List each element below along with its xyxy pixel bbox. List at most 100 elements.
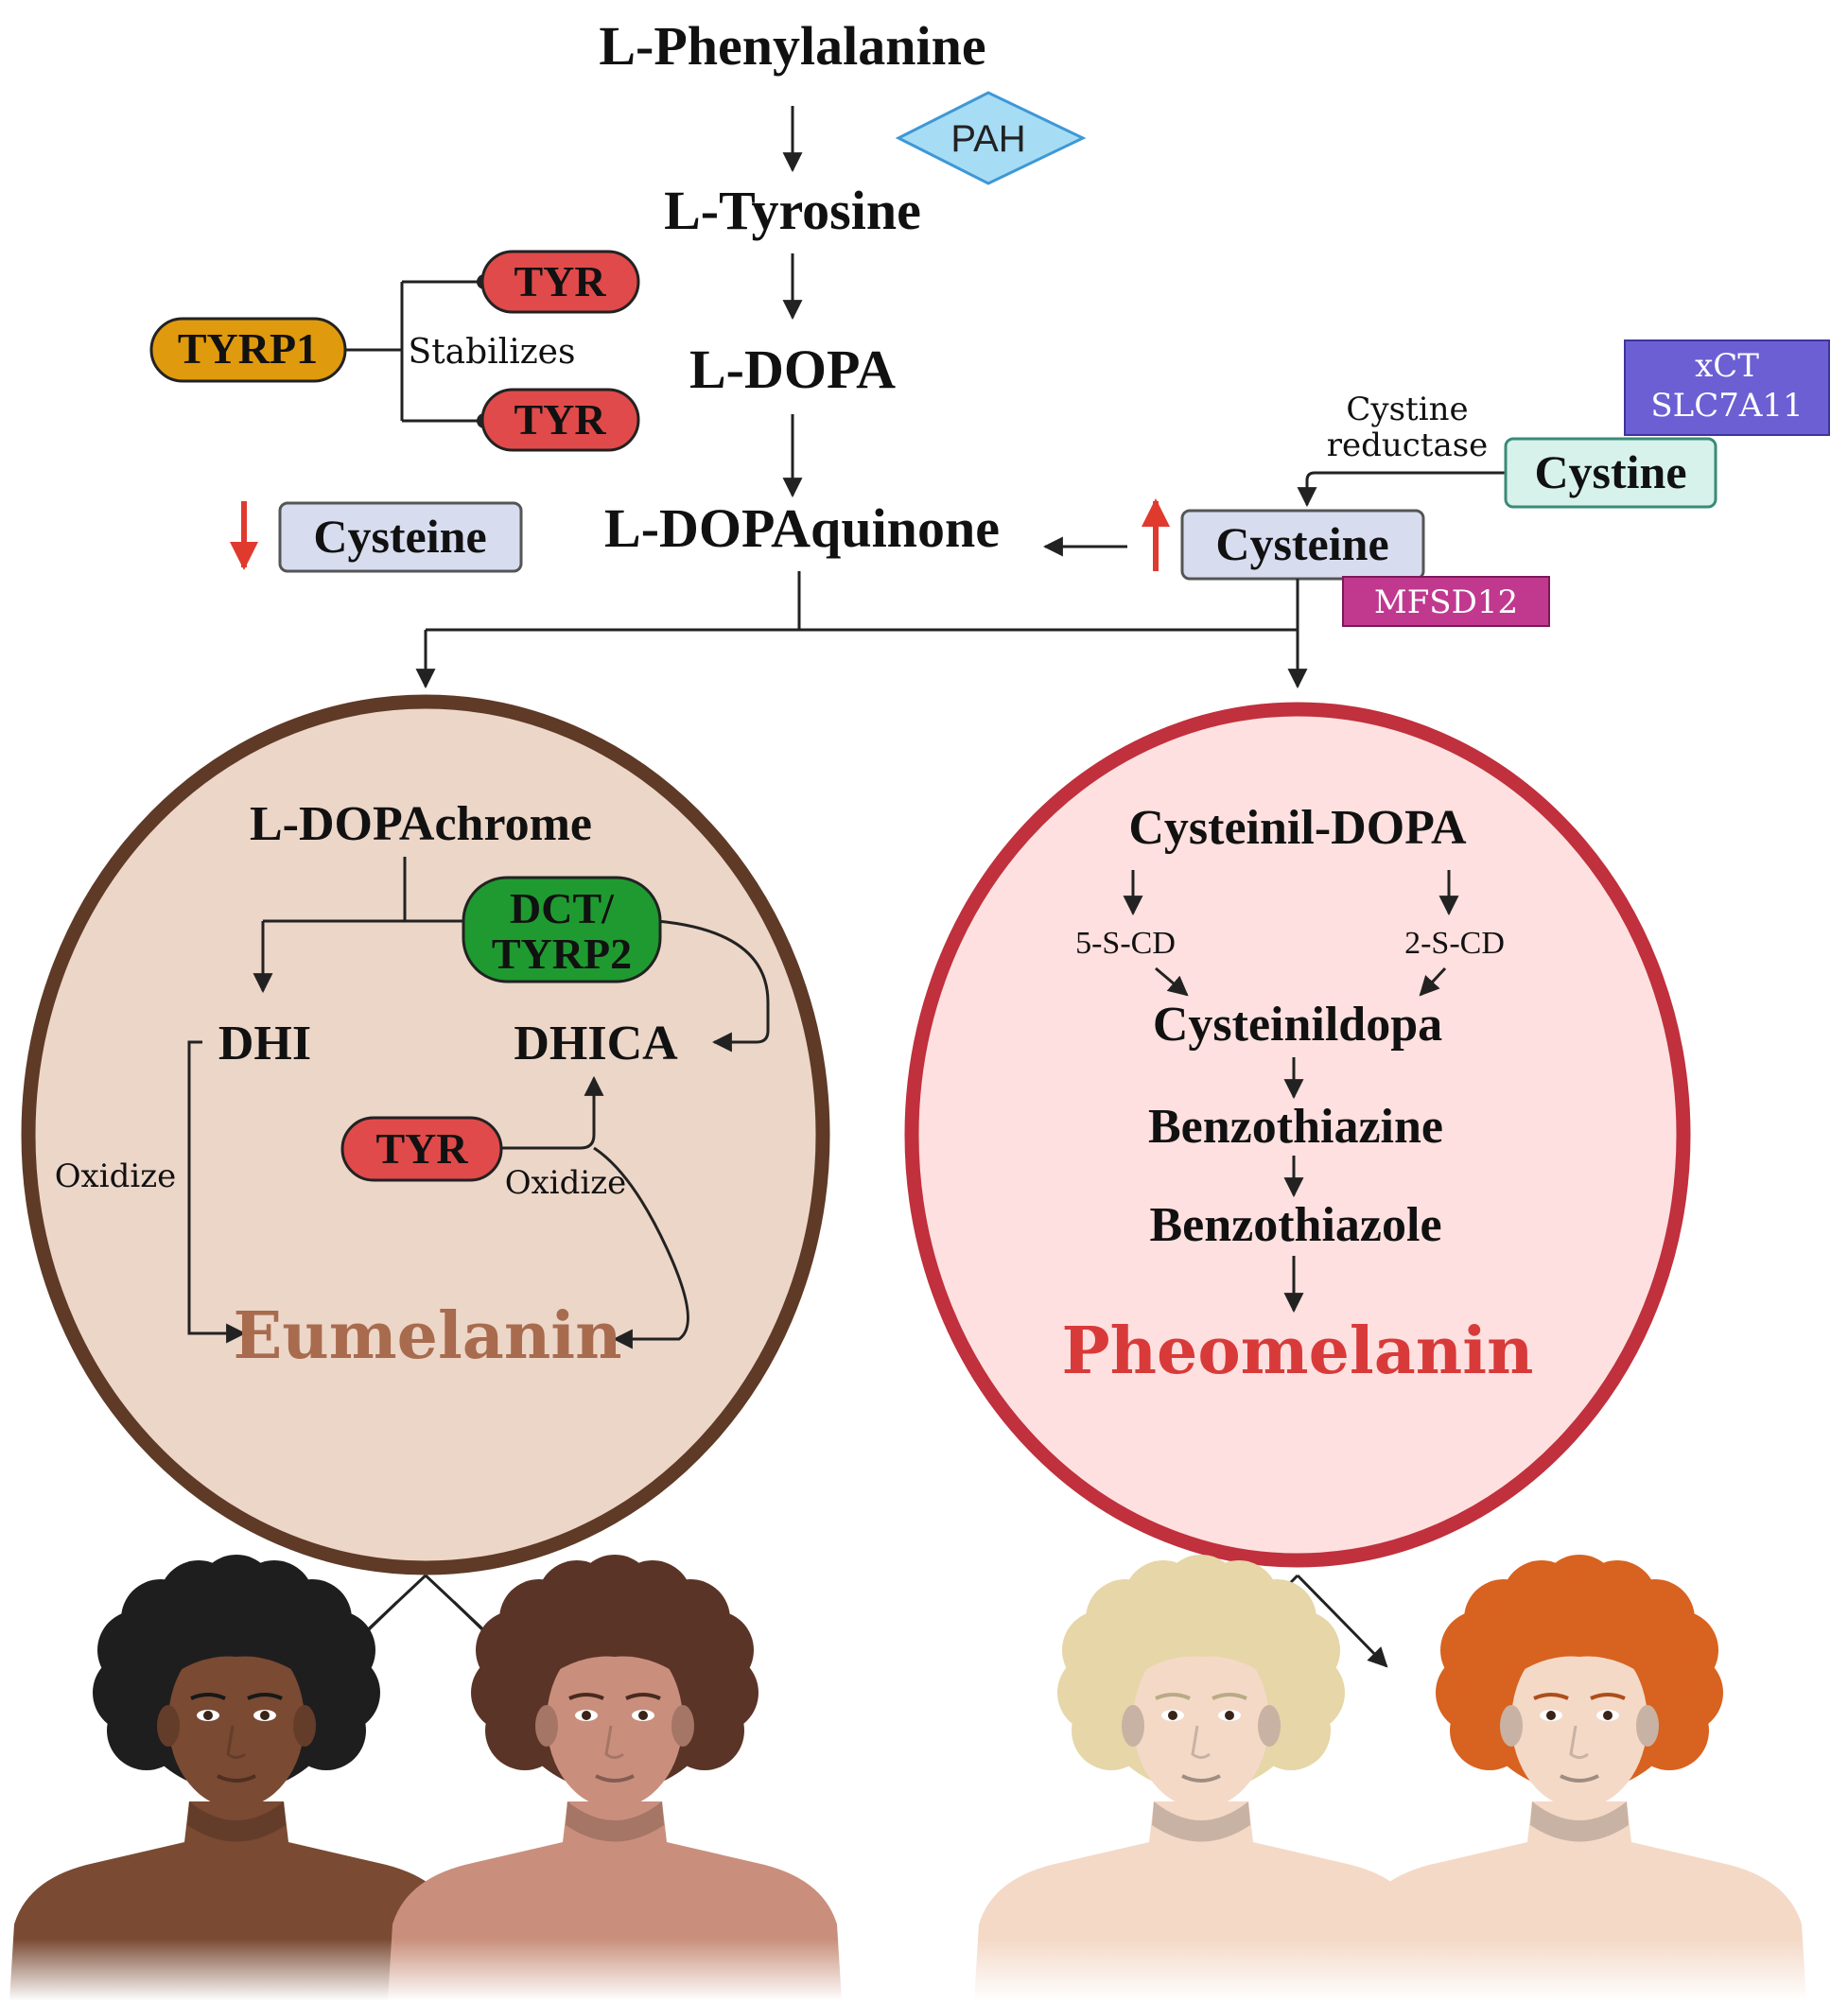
ear-right bbox=[293, 1705, 316, 1747]
xct-box bbox=[1624, 339, 1830, 436]
tyrp1-label: TYRP1 bbox=[178, 324, 318, 373]
pah-label: PAH bbox=[950, 118, 1025, 160]
ear-right bbox=[1258, 1705, 1281, 1747]
mouth bbox=[1181, 1774, 1221, 1783]
brow-left bbox=[1155, 1693, 1191, 1700]
face bbox=[547, 1634, 683, 1808]
neck-shadow bbox=[187, 1801, 286, 1842]
pupil-right bbox=[1603, 1711, 1613, 1720]
brow-left bbox=[568, 1693, 604, 1700]
pheomelanin-label: Pheomelanin bbox=[1061, 1314, 1533, 1389]
cystine-reductase-line1: Cystine bbox=[1346, 391, 1468, 428]
mfsd12-box bbox=[1342, 576, 1550, 627]
fringe bbox=[1504, 1627, 1655, 1683]
benzothiazine-label: Benzothiazine bbox=[1148, 1100, 1443, 1154]
dhica-label: DHICA bbox=[514, 1017, 678, 1070]
branch-lines bbox=[426, 571, 1299, 632]
pupil-left bbox=[1168, 1711, 1177, 1720]
pheomelanin-ellipse bbox=[904, 702, 1691, 1568]
tyr-panel-label: TYR bbox=[375, 1124, 468, 1173]
arrow-cystine-cysteine bbox=[1297, 471, 1506, 508]
fringe bbox=[539, 1627, 690, 1683]
l-tyrosine-label: L-Tyrosine bbox=[664, 180, 921, 241]
oxidize-left-label: Oxidize bbox=[55, 1157, 177, 1195]
dct-label-line1: DCT/ bbox=[510, 884, 615, 932]
nose bbox=[1191, 1725, 1211, 1759]
ear-left bbox=[535, 1705, 558, 1747]
tyrp1-pill bbox=[149, 317, 347, 383]
tyr-to-dhica-arrow bbox=[501, 1075, 604, 1150]
eumelanin-panel: L-DOPAchrome DCT/ TYRP2 DHI DHICA Oxidiz… bbox=[21, 694, 830, 1575]
nose bbox=[226, 1725, 246, 1759]
nose bbox=[604, 1725, 624, 1759]
cysteine-left-label: Cysteine bbox=[313, 510, 486, 563]
face bbox=[168, 1634, 305, 1808]
mouth bbox=[595, 1774, 635, 1783]
l-dopaquinone-label: L-DOPAquinone bbox=[604, 497, 1000, 559]
brow-right bbox=[1212, 1693, 1247, 1700]
dopachrome-split-lines bbox=[263, 857, 468, 923]
portraits bbox=[0, 1555, 1848, 2001]
pheomelanin-panel: Cysteinil-DOPA 5-S-CD 2-S-CD Cysteinildo… bbox=[904, 702, 1691, 1568]
neck-shadow bbox=[1152, 1801, 1250, 1842]
nose bbox=[1569, 1725, 1589, 1759]
tyr-bottom-label: TYR bbox=[514, 395, 606, 444]
cysteinyl-dopa-label: Cysteinil-DOPA bbox=[1128, 801, 1467, 855]
bottom-fade bbox=[0, 1939, 1848, 2001]
oxidize-right-label: Oxidize bbox=[505, 1164, 627, 1202]
cysteine-right-label: Cysteine bbox=[1215, 517, 1388, 570]
neck-shadow bbox=[566, 1801, 664, 1842]
fringe bbox=[161, 1627, 312, 1683]
cystine-reductase-line2: reductase bbox=[1327, 426, 1489, 464]
tyr-top-pill bbox=[480, 250, 640, 314]
pupil-left bbox=[1546, 1711, 1556, 1720]
pah-diamond bbox=[895, 91, 1087, 185]
face bbox=[1133, 1634, 1269, 1808]
ear-left bbox=[1500, 1705, 1523, 1747]
dopachrome-label: L-DOPAchrome bbox=[250, 797, 592, 851]
5scd-label: 5-S-CD bbox=[1075, 926, 1176, 961]
stabilizes-label: Stabilizes bbox=[409, 333, 576, 372]
brow-right bbox=[1590, 1693, 1626, 1700]
tyr-top-label: TYR bbox=[514, 257, 606, 305]
brow-left bbox=[190, 1693, 226, 1700]
cysteine-left-box bbox=[278, 501, 523, 573]
dct-to-dhica-arrow bbox=[656, 919, 770, 1053]
tyr-oxidize-arrow bbox=[593, 1146, 689, 1349]
dct-tyrp2-pill bbox=[462, 876, 662, 983]
arrow-2scd-cysteinildopa bbox=[1419, 966, 1447, 997]
ear-right bbox=[671, 1705, 694, 1747]
tyr-bottom-pill bbox=[480, 388, 640, 452]
2scd-label: 2-S-CD bbox=[1404, 926, 1505, 961]
fringe bbox=[1125, 1627, 1277, 1683]
arrow-5scd-cysteinildopa bbox=[1155, 966, 1189, 997]
mouth bbox=[1560, 1774, 1599, 1783]
cystine-box bbox=[1504, 437, 1717, 509]
xct-label-line2: SLC7A11 bbox=[1650, 387, 1803, 425]
face bbox=[1511, 1634, 1648, 1808]
eumelanin-label: Eumelanin bbox=[233, 1298, 621, 1374]
ear-right bbox=[1636, 1705, 1659, 1747]
benzothiazole-label: Benzothiazole bbox=[1149, 1198, 1441, 1252]
ear-left bbox=[157, 1705, 180, 1747]
brow-left bbox=[1533, 1693, 1569, 1700]
stabilizes-bracket bbox=[345, 280, 482, 423]
cystine-label: Cystine bbox=[1534, 445, 1686, 498]
portrait-light-skin-red-hair bbox=[1352, 1555, 1806, 2001]
pah-enzyme: PAH bbox=[895, 91, 1087, 185]
pupil-left bbox=[203, 1711, 213, 1720]
l-phenylalanine-label: L-Phenylalanine bbox=[599, 15, 985, 77]
cysteinildopa-label: Cysteinildopa bbox=[1153, 998, 1442, 1052]
tyrp1-group: TYRP1 Stabilizes TYR TYR bbox=[149, 250, 640, 452]
brow-right bbox=[247, 1693, 283, 1700]
mouth bbox=[217, 1774, 256, 1783]
l-dopa-label: L-DOPA bbox=[689, 339, 896, 400]
dct-label-line2: TYRP2 bbox=[492, 930, 632, 978]
mfsd12-label: MFSD12 bbox=[1374, 583, 1518, 621]
pupil-right bbox=[260, 1711, 270, 1720]
dhi-oxidize-arrow bbox=[187, 1040, 247, 1344]
portrait-brown-skin-brown-hair bbox=[388, 1555, 842, 2001]
pupil-right bbox=[638, 1711, 648, 1720]
cysteine-right-box bbox=[1180, 509, 1425, 581]
